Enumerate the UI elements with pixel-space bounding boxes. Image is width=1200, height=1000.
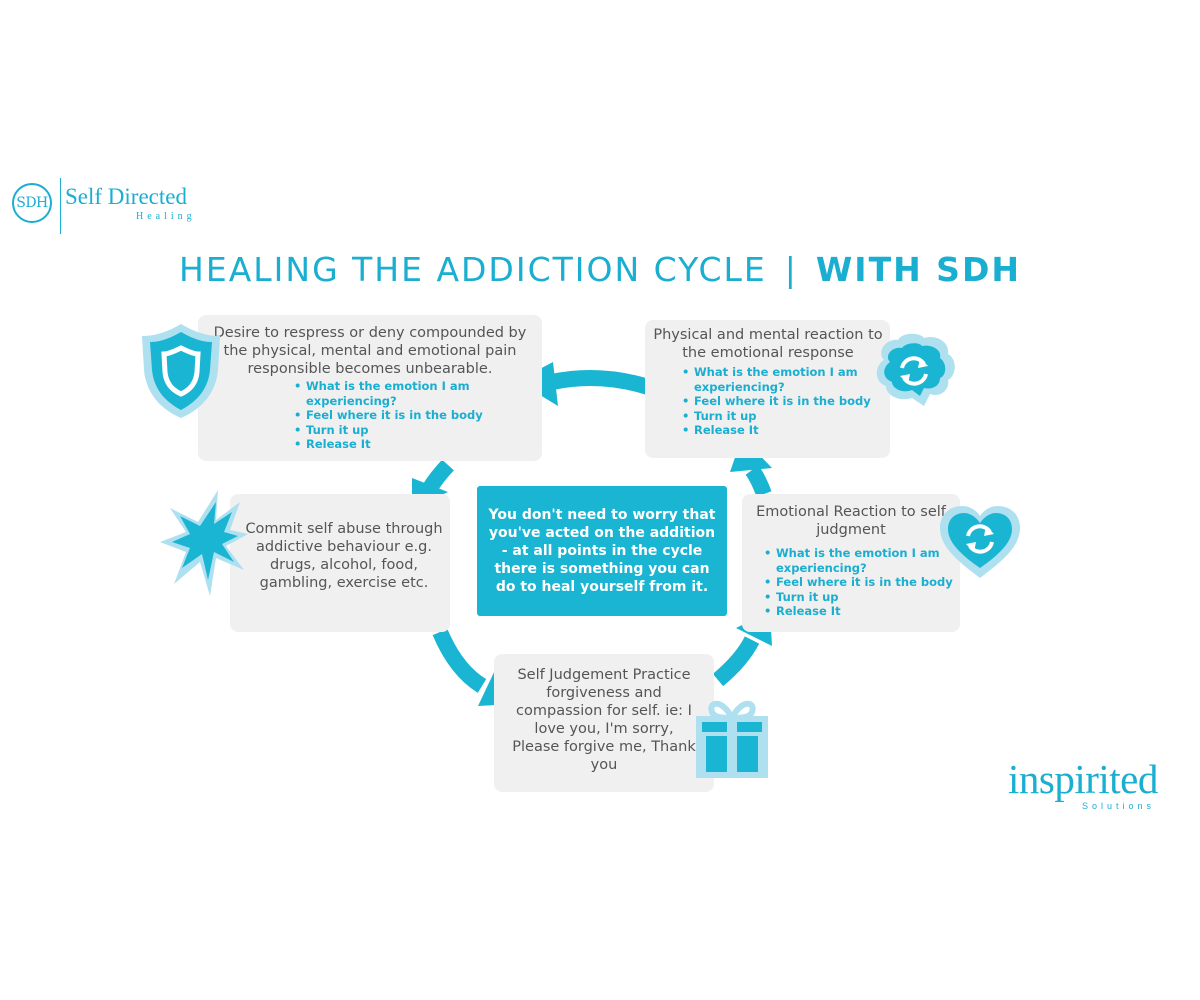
shield-icon <box>142 324 220 418</box>
bullet-item: What is the emotion I am experiencing? <box>682 365 887 394</box>
title-main: HEALING THE ADDICTION CYCLE <box>179 250 767 289</box>
step-emotional-box: Emotional Reaction to self judgment What… <box>742 494 960 632</box>
step-emotional-bullets: What is the emotion I am experiencing? F… <box>764 546 956 619</box>
step-physical-bullets: What is the emotion I am experiencing? F… <box>682 365 887 438</box>
inspirited-subtitle: Solutions <box>1082 801 1156 811</box>
bullet-item: Turn it up <box>682 409 887 424</box>
step-desire-box: Desire to respress or deny compounded by… <box>198 315 542 461</box>
step-commit-box: Commit self abuse through addictive beha… <box>230 494 450 632</box>
step-judgement-text: Self Judgement Practice forgiveness and … <box>512 667 696 773</box>
burst-icon <box>160 490 248 596</box>
bullet-item: What is the emotion I am experiencing? <box>764 546 956 575</box>
step-desire-text: Desire to respress or deny compounded by… <box>213 325 527 377</box>
bullet-item: What is the emotion I am experiencing? <box>294 379 494 408</box>
step-emotional-text: Emotional Reaction to self judgment <box>756 504 946 538</box>
bullet-item: Feel where it is in the body <box>764 575 956 590</box>
page-title: HEALING THE ADDICTION CYCLE | WITH SDH <box>0 250 1200 289</box>
sdh-logo: SDH Self Directed Healing <box>12 178 212 236</box>
arrow-desire-to-commit <box>423 459 454 493</box>
step-judgement-box: Self Judgement Practice forgiveness and … <box>494 654 714 792</box>
bullet-item: Feel where it is in the body <box>294 408 494 423</box>
title-accent: WITH SDH <box>815 250 1021 289</box>
bullet-item: Release It <box>682 423 887 438</box>
heart-refresh-icon <box>940 506 1020 578</box>
step-physical-box: Physical and mental reaction to the emot… <box>645 320 890 458</box>
arrow-commit-to-judgement <box>432 628 487 693</box>
logo-divider <box>60 178 61 234</box>
step-commit-text: Commit self abuse through addictive beha… <box>245 521 443 591</box>
gift-icon <box>696 700 768 778</box>
step-physical-text: Physical and mental reaction to the emot… <box>653 327 883 361</box>
bullet-item: Release It <box>294 437 494 452</box>
bullet-item: Turn it up <box>294 423 494 438</box>
step-desire-bullets: What is the emotion I am experiencing? F… <box>294 379 494 452</box>
brain-refresh-icon <box>876 333 955 406</box>
bullet-item: Turn it up <box>764 590 956 605</box>
title-separator: | <box>784 250 798 289</box>
inspirited-logo: inspirited Solutions <box>1008 755 1188 815</box>
sdh-name: Self Directed <box>65 184 187 209</box>
bullet-item: Release It <box>764 604 956 619</box>
sdh-monogram: SDH <box>12 183 52 223</box>
sdh-subtitle: Healing <box>136 211 196 222</box>
arrow-physical-to-desire <box>550 370 651 395</box>
center-message: You don't need to worry that you've acte… <box>488 507 716 595</box>
inspirited-name: inspirited <box>1008 756 1158 802</box>
center-message-box: You don't need to worry that you've acte… <box>477 486 727 616</box>
arrow-emotional-to-physical <box>745 465 772 497</box>
arrow-judgement-to-emotional <box>712 636 760 687</box>
bullet-item: Feel where it is in the body <box>682 394 887 409</box>
